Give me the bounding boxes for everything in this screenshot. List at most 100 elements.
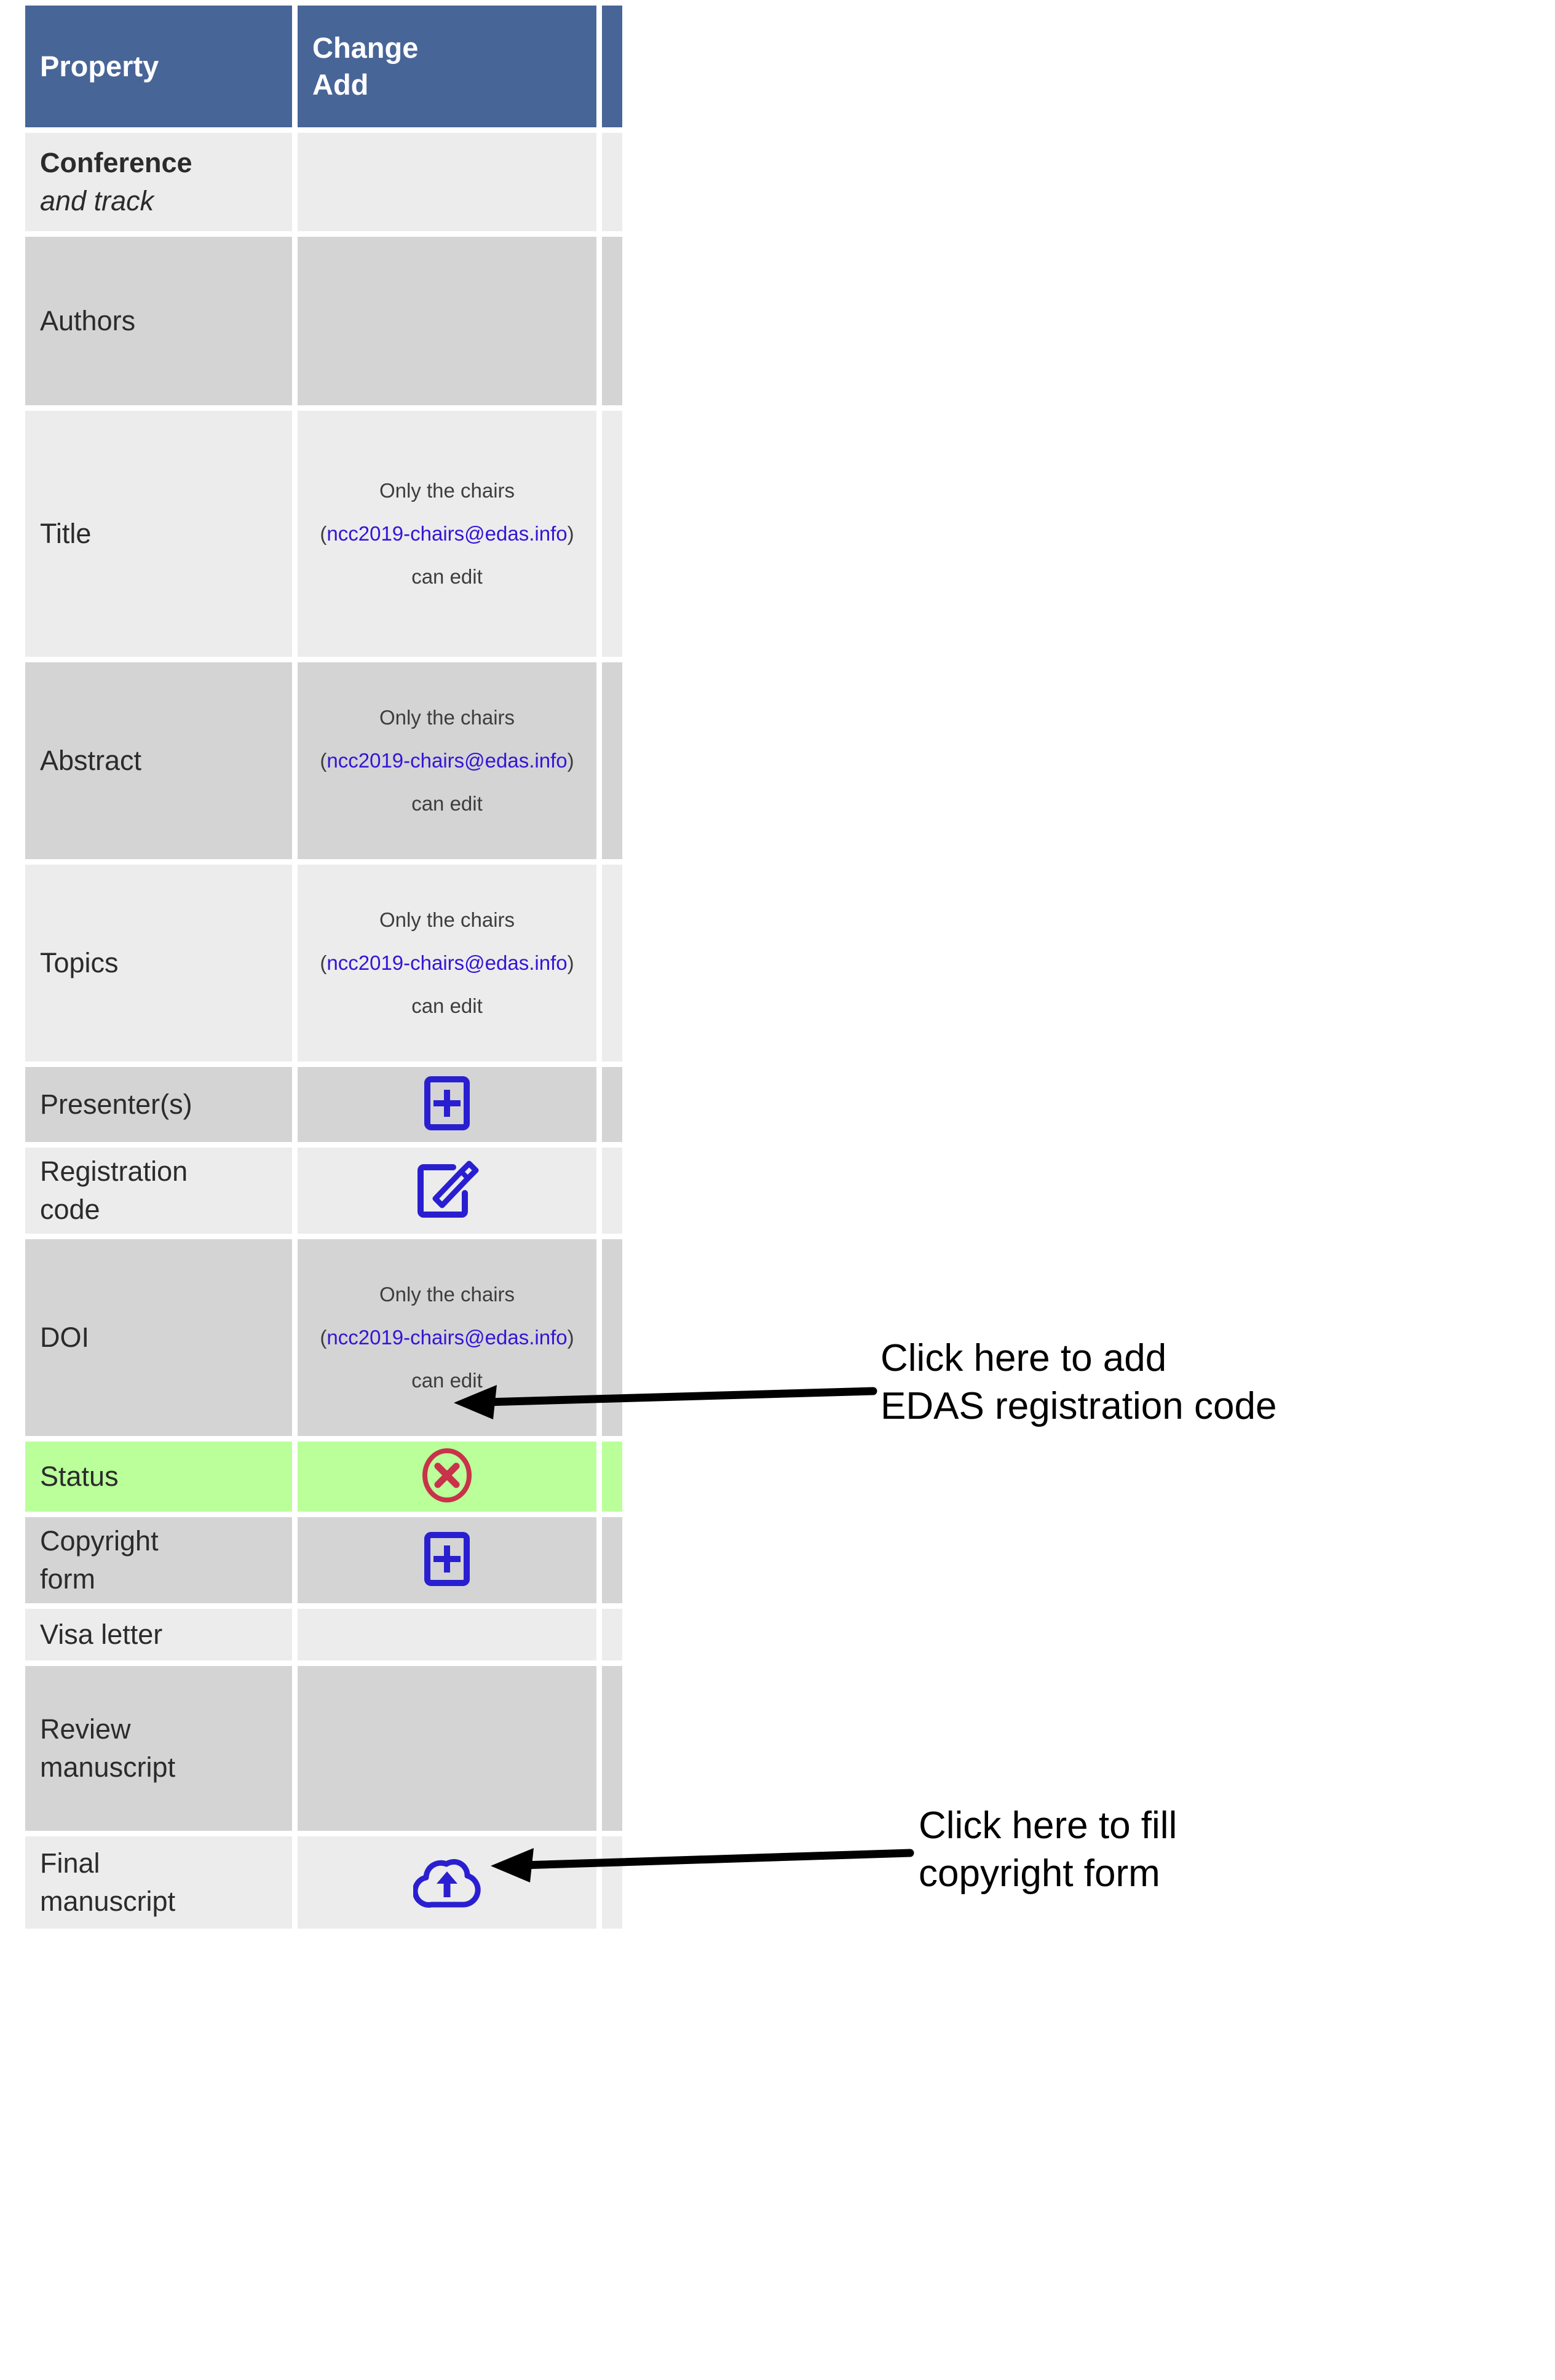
chair-note-open-paren: ( xyxy=(320,522,327,545)
chairs-email-link[interactable]: ncc2019-chairs@edas.info xyxy=(326,1326,568,1349)
chair-note-prefix: Only the chairs xyxy=(379,908,515,931)
table-row-review-manuscript: Review manuscript xyxy=(25,1666,622,1831)
table-row-conference: Conference and track xyxy=(25,133,622,231)
row-label-conference-sub: and track xyxy=(40,185,154,216)
chair-note-suffix: can edit xyxy=(411,1369,483,1392)
row-change-status xyxy=(298,1442,596,1512)
table-row-abstract: Abstract Only the chairs (ncc2019-chairs… xyxy=(25,662,622,859)
row-label-final-sub: manuscript xyxy=(40,1886,176,1917)
chair-note-close-paren: ) xyxy=(567,749,574,772)
circle-x-icon[interactable] xyxy=(419,1448,475,1503)
column-header-extra xyxy=(602,6,622,127)
table-row-presenters: Presenter(s) xyxy=(25,1067,622,1142)
chairs-email-link[interactable]: ncc2019-chairs@edas.info xyxy=(326,749,568,772)
chair-note-open-paren: ( xyxy=(320,749,327,772)
row-label-status: Status xyxy=(25,1442,292,1512)
chair-note-prefix: Only the chairs xyxy=(379,706,515,729)
table-row-final-manuscript: Final manuscript xyxy=(25,1836,622,1929)
table-body: Conference and track Authors Title Only … xyxy=(25,133,622,1929)
row-label-abstract: Abstract xyxy=(25,662,292,859)
chair-note-close-paren: ) xyxy=(567,522,574,545)
chairs-email-link[interactable]: ncc2019-chairs@edas.info xyxy=(326,522,568,545)
column-header-property: Property xyxy=(25,6,292,127)
chair-edit-note: Only the chairs (ncc2019-chairs@edas.inf… xyxy=(298,464,596,603)
add-plus-icon[interactable] xyxy=(424,1531,470,1586)
row-change-title: Only the chairs (ncc2019-chairs@edas.inf… xyxy=(298,411,596,657)
row-extra-abstract xyxy=(602,662,622,859)
chair-note-suffix: can edit xyxy=(411,792,483,815)
chair-note-open-paren: ( xyxy=(320,1326,327,1349)
row-label-final-manuscript: Final manuscript xyxy=(25,1836,292,1929)
row-extra-authors xyxy=(602,237,622,405)
column-header-change-add: Change Add xyxy=(298,6,596,127)
row-label-copyright-sub: form xyxy=(40,1563,95,1595)
row-change-presenters xyxy=(298,1067,596,1142)
chair-edit-note: Only the chairs (ncc2019-chairs@edas.inf… xyxy=(298,691,596,830)
chair-edit-note: Only the chairs (ncc2019-chairs@edas.inf… xyxy=(298,1268,596,1407)
chair-note-suffix: can edit xyxy=(411,994,483,1017)
row-extra-review-manuscript xyxy=(602,1666,622,1831)
table-row-registration-code: Registration code xyxy=(25,1148,622,1234)
row-label-topics: Topics xyxy=(25,865,292,1061)
table-row-copyright-form: Copyright form xyxy=(25,1517,622,1603)
chair-edit-note: Only the chairs (ncc2019-chairs@edas.inf… xyxy=(298,894,596,1033)
row-label-review-manuscript: Review manuscript xyxy=(25,1666,292,1831)
row-extra-copyright-form xyxy=(602,1517,622,1603)
row-label-review-main: Review xyxy=(40,1713,131,1745)
row-extra-visa-letter xyxy=(602,1609,622,1660)
row-extra-registration-code xyxy=(602,1148,622,1234)
row-change-authors xyxy=(298,237,596,405)
row-change-topics: Only the chairs (ncc2019-chairs@edas.inf… xyxy=(298,865,596,1061)
annotation-text-copyright: Click here to fill copyright form xyxy=(919,1804,1177,1895)
chair-note-prefix: Only the chairs xyxy=(379,479,515,502)
table-row-status: Status xyxy=(25,1442,622,1512)
row-change-final-manuscript xyxy=(298,1836,596,1929)
row-label-conference: Conference and track xyxy=(25,133,292,231)
row-change-doi: Only the chairs (ncc2019-chairs@edas.inf… xyxy=(298,1239,596,1436)
annotation-text-registration: Click here to add EDAS registration code xyxy=(880,1337,1277,1427)
row-label-registration-code: Registration code xyxy=(25,1148,292,1234)
chair-note-close-paren: ) xyxy=(567,1326,574,1349)
annotation-arrow-registration xyxy=(454,1385,877,1419)
row-label-registration-sub: code xyxy=(40,1194,100,1225)
row-change-abstract: Only the chairs (ncc2019-chairs@edas.inf… xyxy=(298,662,596,859)
column-header-change-label: Change xyxy=(312,31,419,64)
row-label-conference-main: Conference xyxy=(40,147,192,178)
row-label-authors: Authors xyxy=(25,237,292,405)
chairs-email-link[interactable]: ncc2019-chairs@edas.info xyxy=(326,951,568,974)
row-change-copyright-form xyxy=(298,1517,596,1603)
chair-note-close-paren: ) xyxy=(567,951,574,974)
row-extra-doi xyxy=(602,1239,622,1436)
row-change-conference xyxy=(298,133,596,231)
row-label-visa-letter: Visa letter xyxy=(25,1609,292,1660)
column-header-add-label: Add xyxy=(312,68,369,101)
row-change-review-manuscript xyxy=(298,1666,596,1831)
chair-note-suffix: can edit xyxy=(411,565,483,588)
row-label-copyright-form: Copyright form xyxy=(25,1517,292,1603)
row-extra-topics xyxy=(602,865,622,1061)
row-label-review-sub: manuscript xyxy=(40,1751,176,1783)
column-header-property-label: Property xyxy=(40,50,159,82)
annotation-arrow-copyright xyxy=(491,1848,914,1882)
row-label-title: Title xyxy=(25,411,292,657)
table-row-doi: DOI Only the chairs (ncc2019-chairs@edas… xyxy=(25,1239,622,1436)
chair-note-open-paren: ( xyxy=(320,951,327,974)
row-extra-final-manuscript xyxy=(602,1836,622,1929)
table-header-row: Property Change Add xyxy=(25,6,622,127)
paper-properties-table: Property Change Add Conference and track… xyxy=(20,0,628,1934)
table-row-topics: Topics Only the chairs (ncc2019-chairs@e… xyxy=(25,865,622,1061)
row-extra-presenters xyxy=(602,1067,622,1142)
cloud-upload-icon[interactable] xyxy=(412,1853,481,1910)
row-label-doi: DOI xyxy=(25,1239,292,1436)
row-change-visa-letter xyxy=(298,1609,596,1660)
edit-pencil-icon[interactable] xyxy=(415,1159,479,1220)
table-row-title: Title Only the chairs (ncc2019-chairs@ed… xyxy=(25,411,622,657)
row-extra-status xyxy=(602,1442,622,1512)
row-extra-conference xyxy=(602,133,622,231)
add-plus-icon[interactable] xyxy=(424,1076,470,1130)
table-row-authors: Authors xyxy=(25,237,622,405)
row-extra-title xyxy=(602,411,622,657)
row-label-registration-main: Registration xyxy=(40,1156,188,1187)
row-label-copyright-main: Copyright xyxy=(40,1525,159,1557)
table-row-visa-letter: Visa letter xyxy=(25,1609,622,1660)
